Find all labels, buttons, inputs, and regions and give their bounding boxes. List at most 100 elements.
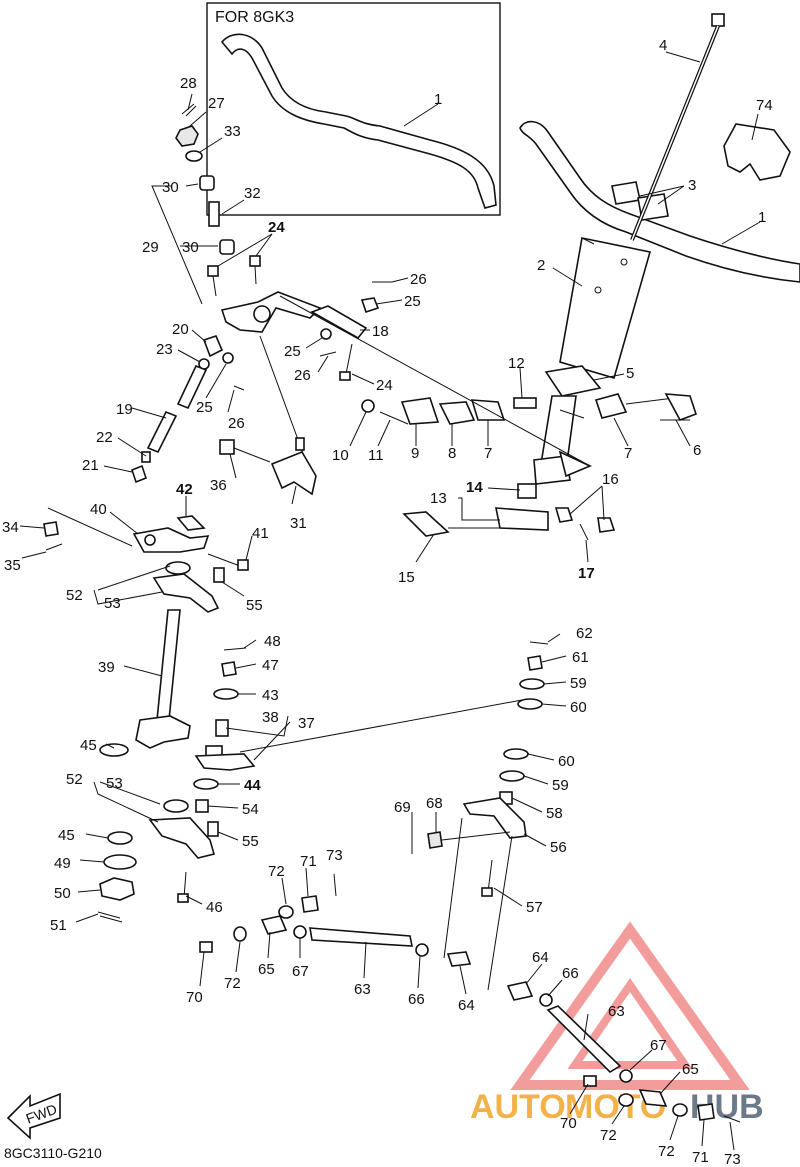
label-42: 42 bbox=[176, 481, 193, 498]
label-14: 14 bbox=[466, 479, 483, 496]
label-15: 15 bbox=[398, 569, 415, 586]
label-52b: 52 bbox=[66, 771, 83, 788]
label-24b: 24 bbox=[376, 377, 393, 394]
leader-lines bbox=[19, 51, 761, 1151]
collar bbox=[208, 201, 220, 227]
washer-44 bbox=[193, 778, 219, 790]
nut-25-link bbox=[360, 297, 380, 314]
label-3: 3 bbox=[688, 177, 696, 194]
tie-link bbox=[310, 305, 368, 340]
bolt-57 bbox=[481, 859, 493, 897]
label-20: 20 bbox=[172, 321, 189, 338]
nut-34 bbox=[43, 521, 59, 537]
tie-rod bbox=[131, 335, 245, 484]
steering-bracket-upper bbox=[152, 573, 220, 613]
castle-nut-top bbox=[175, 125, 199, 147]
label-38: 38 bbox=[262, 709, 279, 726]
linkage-set bbox=[361, 397, 506, 425]
cotter-73-mid bbox=[333, 873, 337, 897]
inset-handlebar bbox=[220, 33, 497, 209]
label-4: 4 bbox=[659, 37, 667, 54]
label-67b: 67 bbox=[650, 1037, 667, 1054]
steering-column bbox=[533, 365, 602, 485]
bolt-55-lower bbox=[207, 821, 219, 837]
label-36: 36 bbox=[210, 477, 227, 494]
label-7b: 7 bbox=[624, 445, 632, 462]
label-71b: 71 bbox=[692, 1149, 709, 1166]
idler-bracket bbox=[270, 451, 317, 496]
label-70b: 70 bbox=[560, 1115, 577, 1132]
label-66b: 66 bbox=[408, 991, 425, 1008]
label-70a: 70 bbox=[186, 989, 203, 1006]
arm-37 bbox=[194, 753, 256, 771]
washer-59-upper bbox=[519, 678, 545, 690]
steering-shaft bbox=[155, 609, 181, 731]
label-26a: 26 bbox=[410, 271, 427, 288]
washer-top bbox=[185, 150, 203, 162]
bolt-24-lower bbox=[339, 343, 353, 381]
label-41: 41 bbox=[252, 525, 269, 542]
label-46: 46 bbox=[206, 899, 223, 916]
label-2: 2 bbox=[537, 257, 545, 274]
label-30a: 30 bbox=[162, 179, 179, 196]
label-66a: 66 bbox=[562, 965, 579, 982]
cotter-62 bbox=[529, 641, 549, 645]
label-18: 18 bbox=[372, 323, 389, 340]
steering-bracket-lower bbox=[148, 817, 215, 859]
label-59a: 59 bbox=[570, 675, 587, 692]
label-12: 12 bbox=[508, 355, 525, 372]
bushing-upper bbox=[199, 175, 215, 191]
washer-59-lower bbox=[499, 770, 525, 782]
label-32: 32 bbox=[244, 185, 261, 202]
arm-bracket bbox=[594, 393, 698, 421]
label-63a: 63 bbox=[354, 981, 371, 998]
label-11: 11 bbox=[368, 447, 384, 464]
label-49: 49 bbox=[54, 855, 71, 872]
lower-link-assembly bbox=[402, 483, 616, 541]
label-73b: 73 bbox=[724, 1151, 741, 1167]
washer-45-lower bbox=[107, 831, 133, 845]
cotter-35 bbox=[45, 543, 63, 551]
fwd-arrow: FWD bbox=[6, 1092, 61, 1140]
arm-56 bbox=[462, 797, 527, 839]
washer-60-lower bbox=[503, 748, 529, 760]
label-52a: 52 bbox=[66, 587, 83, 604]
label-53a: 53 bbox=[104, 595, 121, 612]
label-1-inset: 1 bbox=[434, 91, 442, 108]
label-53b: 53 bbox=[106, 775, 123, 792]
label-33: 33 bbox=[224, 123, 241, 140]
label-35: 35 bbox=[4, 557, 21, 574]
label-58: 58 bbox=[546, 805, 563, 822]
label-61: 61 bbox=[572, 649, 589, 666]
bushing-lower bbox=[219, 239, 235, 255]
nut-71-mid bbox=[301, 895, 319, 913]
handlebar bbox=[519, 120, 800, 283]
label-72a: 72 bbox=[268, 863, 285, 880]
label-39: 39 bbox=[98, 659, 115, 676]
bolt-36 bbox=[219, 439, 271, 463]
label-19: 19 bbox=[116, 401, 133, 418]
label-68: 68 bbox=[426, 795, 443, 812]
label-64b: 64 bbox=[458, 997, 475, 1014]
label-72b: 72 bbox=[224, 975, 241, 992]
label-60b: 60 bbox=[558, 753, 575, 770]
label-23: 23 bbox=[156, 341, 173, 358]
washer-45-upper bbox=[99, 743, 129, 757]
label-27: 27 bbox=[208, 95, 225, 112]
label-59b: 59 bbox=[552, 777, 569, 794]
label-9: 9 bbox=[411, 445, 419, 462]
label-69: 69 bbox=[394, 799, 411, 816]
label-26b: 26 bbox=[294, 367, 311, 384]
label-34: 34 bbox=[2, 519, 19, 536]
diagram-code: 8GC3110-G210 bbox=[4, 1145, 102, 1161]
tie-rod-assembly-mid bbox=[199, 915, 472, 967]
label-43: 43 bbox=[262, 687, 279, 704]
label-65a: 65 bbox=[258, 961, 275, 978]
washer-49 bbox=[103, 854, 137, 870]
column-cover bbox=[559, 237, 652, 379]
label-55b: 55 bbox=[242, 833, 259, 850]
watermark-logo: AUTO MOTO HUB bbox=[470, 921, 764, 1126]
label-26c: 26 bbox=[228, 415, 245, 432]
nut-68 bbox=[427, 831, 443, 849]
